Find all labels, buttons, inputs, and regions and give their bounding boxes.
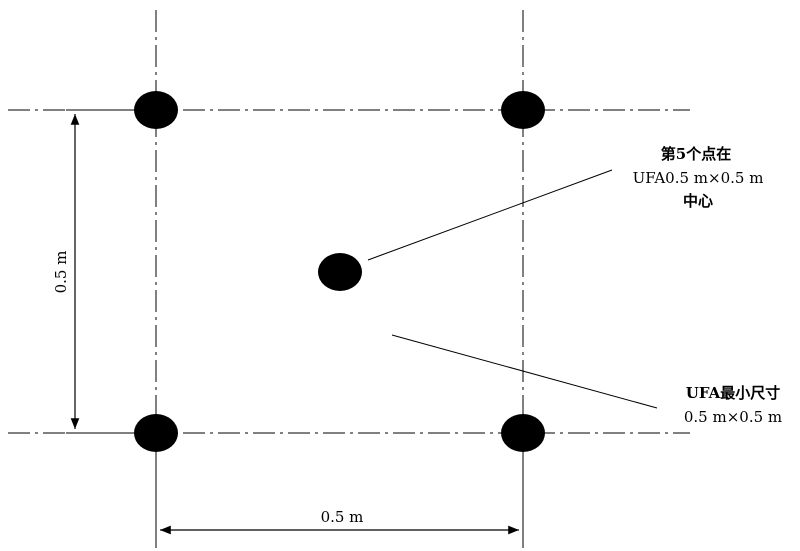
area-callout-leader: [391, 334, 658, 409]
center-callout-leader: [367, 169, 613, 261]
center-point: [318, 253, 362, 291]
vertical-dimension-label: 0.5 m: [52, 251, 70, 294]
area-callout-line1: UFA最小尺寸: [686, 384, 781, 402]
center-callout-line1: 第5个点在: [661, 145, 731, 163]
bottom-right-point: [501, 414, 545, 452]
horizontal-dimension-label: 0.5 m: [321, 508, 364, 526]
top-left-point: [134, 91, 178, 129]
bottom-left-point: [134, 414, 178, 452]
center-callout-line3: 中心: [683, 192, 713, 210]
top-right-point: [501, 91, 545, 129]
center-callout-line2: UFA0.5 m×0.5 m: [633, 169, 764, 187]
area-callout-line2: 0.5 m×0.5 m: [684, 408, 782, 426]
